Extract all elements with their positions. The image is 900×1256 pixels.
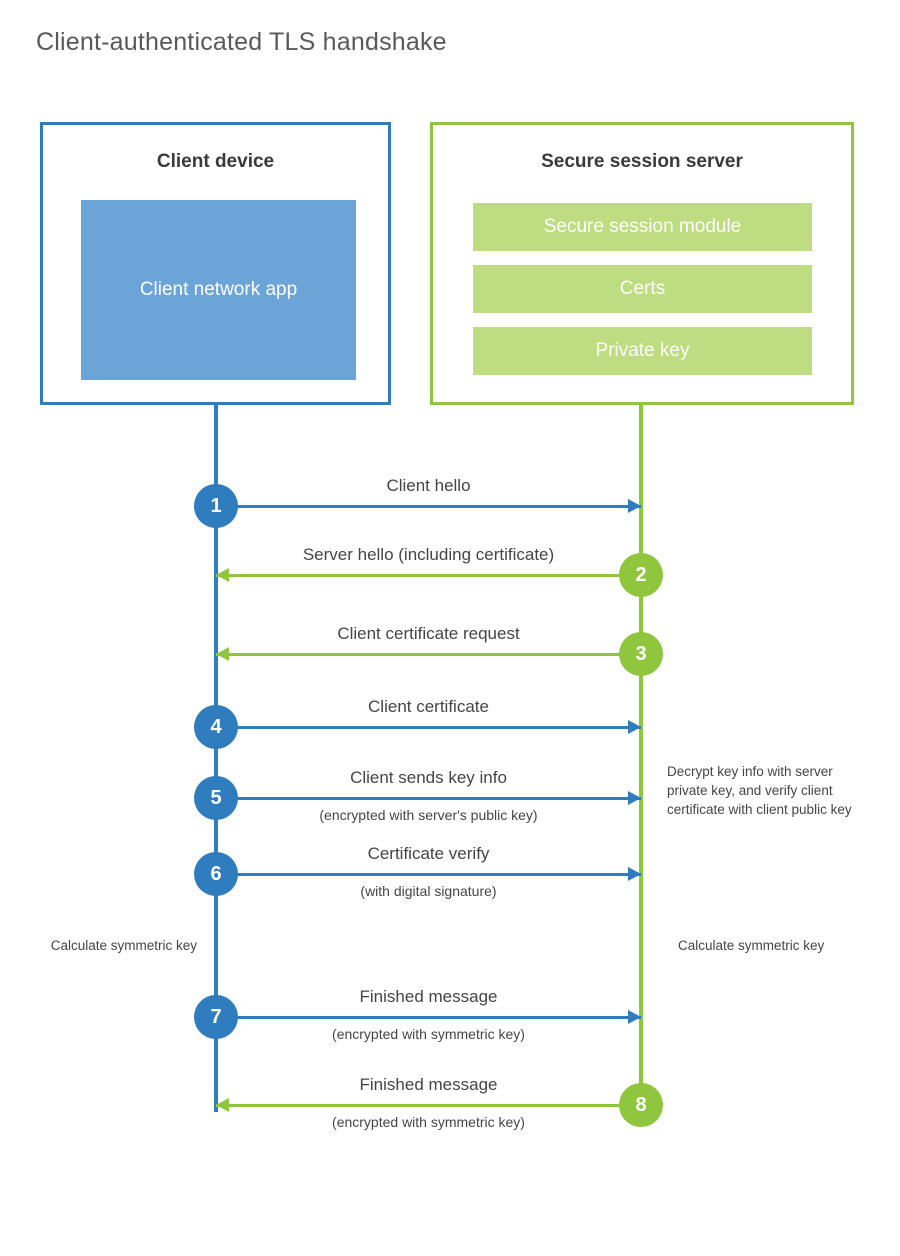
message-arrowhead-5 [628, 791, 641, 805]
message-arrowhead-7 [628, 1010, 641, 1024]
server-block-private-key: Private key [473, 327, 812, 375]
secure-session-server-box: Secure session server Secure session mod… [430, 122, 854, 405]
step-badge-1[interactable]: 1 [194, 484, 238, 528]
message-line-7 [216, 1016, 641, 1019]
message-arrowhead-3 [216, 647, 229, 661]
server-block-secure-session-module: Secure session module [473, 203, 812, 251]
message-arrowhead-4 [628, 720, 641, 734]
message-label-5: Client sends key info [350, 768, 507, 787]
message-line-2 [216, 574, 641, 577]
message-sublabel-5: (encrypted with server's public key) [319, 807, 538, 823]
message-sublabel-7: (encrypted with symmetric key) [332, 1026, 525, 1042]
message-arrowhead-6 [628, 867, 641, 881]
client-device-box: Client device Client network app [40, 122, 391, 405]
message-line-1 [216, 505, 641, 508]
client-network-app-block: Client network app [81, 200, 356, 380]
message-sublabel-8: (encrypted with symmetric key) [332, 1114, 525, 1130]
step-badge-3[interactable]: 3 [619, 632, 663, 676]
message-label-7: Finished message [359, 987, 498, 1006]
message-label-3: Client certificate request [337, 624, 520, 643]
server-lifeline [639, 403, 643, 1106]
message-line-6 [216, 873, 641, 876]
message-arrowhead-1 [628, 499, 641, 513]
step-badge-2[interactable]: 2 [619, 553, 663, 597]
message-line-8 [216, 1104, 641, 1107]
step-badge-6[interactable]: 6 [194, 852, 238, 896]
message-label-2: Server hello (including certificate) [302, 545, 555, 564]
step-badge-7[interactable]: 7 [194, 995, 238, 1039]
message-line-4 [216, 726, 641, 729]
step-badge-5[interactable]: 5 [194, 776, 238, 820]
server-decrypt-note: Decrypt key info with server private key… [667, 764, 852, 818]
message-line-5 [216, 797, 641, 800]
message-arrowhead-2 [216, 568, 229, 582]
server-block-certs: Certs [473, 265, 812, 313]
step-badge-4[interactable]: 4 [194, 705, 238, 749]
message-sublabel-6: (with digital signature) [360, 883, 497, 899]
client-calculate-symmetric-key-note: Calculate symmetric key [50, 938, 197, 953]
page-title: Client-authenticated TLS handshake [36, 28, 447, 56]
message-label-4: Client certificate [368, 697, 489, 716]
message-label-1: Client hello [386, 476, 471, 495]
message-arrowhead-8 [216, 1098, 229, 1112]
server-calculate-symmetric-key-note: Calculate symmetric key [678, 938, 825, 953]
step-badge-8[interactable]: 8 [619, 1083, 663, 1127]
message-line-3 [216, 653, 641, 656]
secure-session-server-title: Secure session server [541, 151, 743, 172]
message-label-6: Certificate verify [367, 844, 490, 863]
message-label-8: Finished message [359, 1075, 498, 1094]
client-lifeline [214, 403, 218, 1112]
client-device-title: Client device [156, 151, 275, 172]
